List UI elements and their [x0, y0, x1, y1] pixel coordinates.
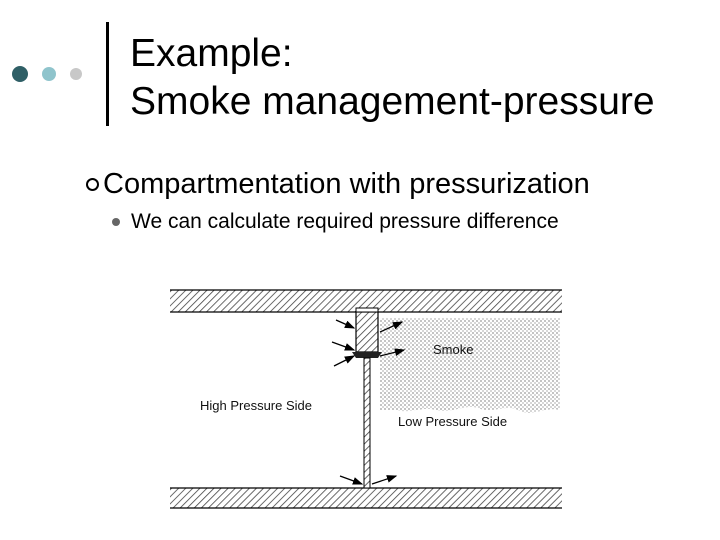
bullet-dot-icon [112, 218, 120, 226]
decor-dot-light [42, 67, 56, 81]
title-divider [106, 22, 109, 126]
smoke-label: Smoke [433, 342, 473, 357]
bullet-circle-icon [86, 178, 99, 191]
title-line-2: Smoke management-pressure [130, 80, 655, 123]
door-leaf [363, 357, 371, 489]
bullet-level1: Compartmentation with pressurization [103, 168, 590, 200]
ceiling-slab [170, 290, 562, 312]
pressure-diagram: Smoke High Pressure Side Low Pressure Si… [160, 280, 570, 525]
smoke-region [380, 318, 560, 413]
low-pressure-label: Low Pressure Side [398, 414, 507, 429]
bullet-level2: We can calculate required pressure diffe… [131, 210, 559, 233]
high-pressure-label: High Pressure Side [200, 398, 312, 413]
decor-dot-dark [12, 66, 28, 82]
title-line-1: Example: [130, 32, 293, 75]
decor-dot-gray [70, 68, 82, 80]
slide-title: Example: Smoke management-pressure [130, 30, 655, 126]
door-header [355, 311, 379, 353]
floor-slab [170, 488, 562, 508]
